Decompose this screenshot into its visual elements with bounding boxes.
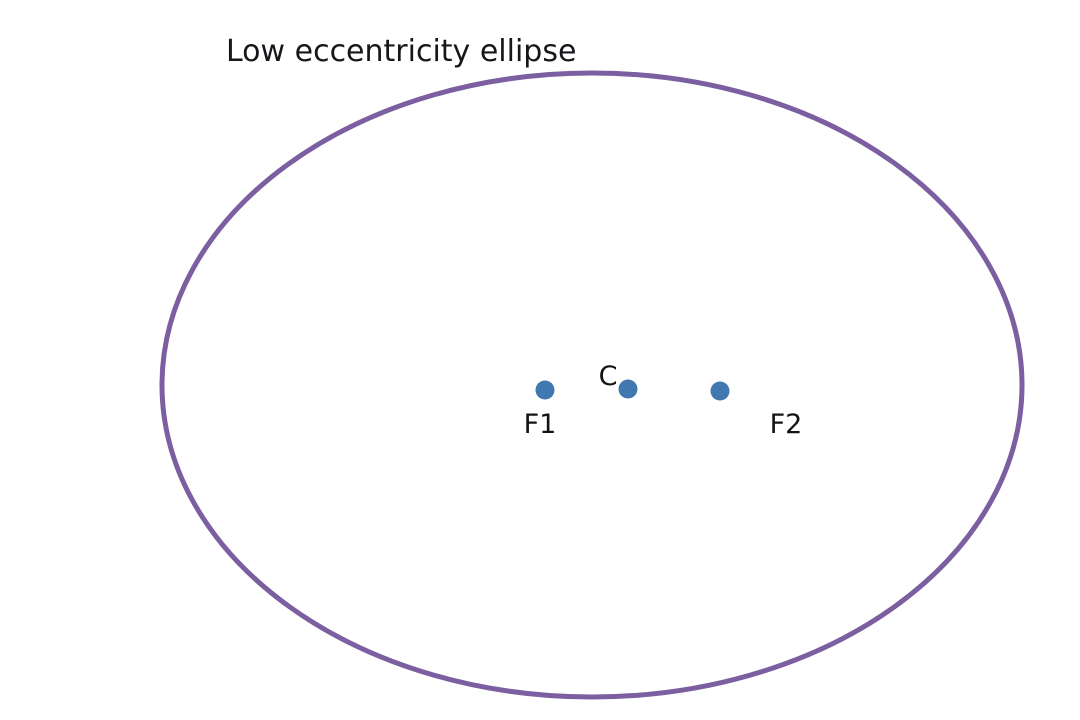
- focus-f1-label: F1: [524, 409, 557, 440]
- focus-f2-dot[interactable]: [710, 381, 730, 401]
- ellipse-outline: [159, 70, 1025, 700]
- point-markers-group: F1 C F2: [524, 361, 803, 440]
- figure-title: Low eccentricity ellipse: [226, 34, 576, 69]
- center-c-dot[interactable]: [618, 379, 638, 399]
- focus-f1-dot[interactable]: [535, 380, 555, 400]
- focus-f2-label: F2: [770, 409, 803, 440]
- center-c-label: C: [599, 361, 618, 392]
